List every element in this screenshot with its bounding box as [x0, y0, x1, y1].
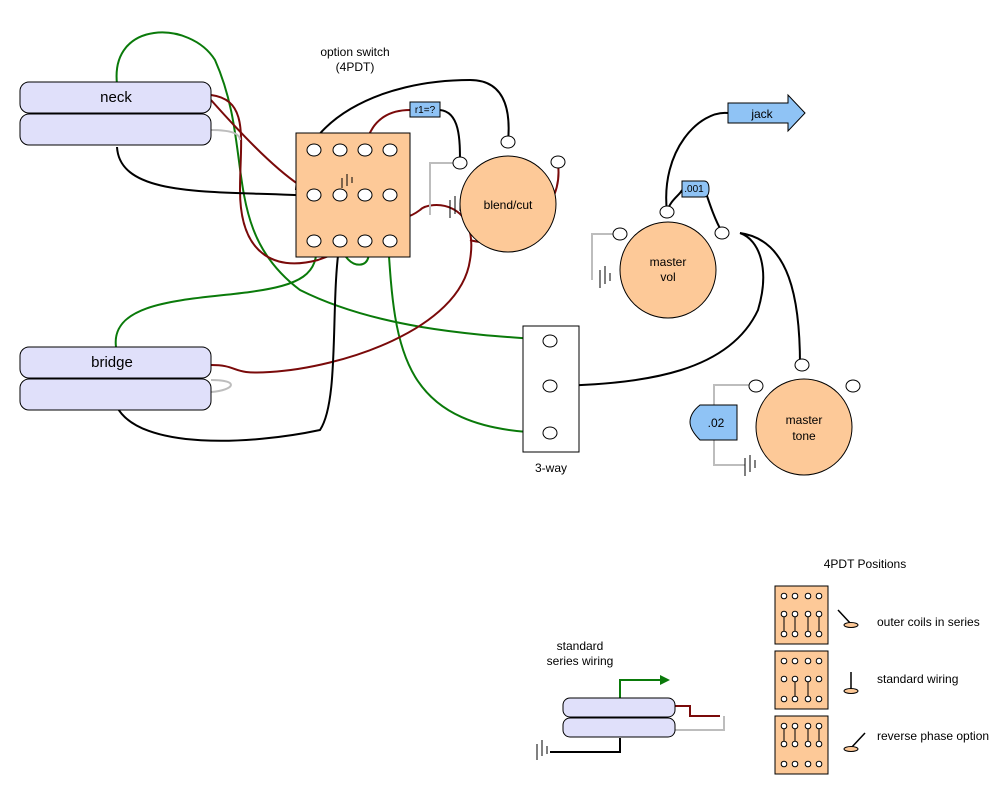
option-switch-type-label: (4PDT)	[336, 60, 375, 74]
three-way-switch: 3-way	[522, 325, 580, 475]
blend-pot: blend/cut	[449, 135, 566, 253]
std-coil-top	[562, 697, 676, 718]
master-tone-label-2: tone	[792, 429, 816, 443]
blend-ground-icon	[449, 196, 461, 218]
std-series-label-2: series wiring	[547, 654, 614, 668]
pos-outer-label: outer coils in series	[877, 615, 980, 629]
tone-ground-icon	[744, 455, 756, 476]
std-ground-icon	[536, 740, 548, 760]
position-outer-coils: outer coils in series	[774, 585, 980, 645]
pos-reverse-label: reverse phase option	[877, 729, 989, 743]
position-standard: standard wiring	[774, 650, 958, 710]
three-way-label: 3-way	[535, 461, 567, 475]
lever-left-icon	[843, 732, 866, 752]
switch-terminals	[306, 143, 398, 248]
bridge-coil-top	[19, 346, 212, 379]
r1-label: r1=?	[415, 105, 436, 116]
output-jack: jack	[727, 93, 806, 133]
standard-series-diagram: standard series wiring	[536, 639, 725, 760]
neck-coil-bottom	[19, 113, 212, 146]
position-reverse-phase: reverse phase option	[774, 715, 989, 775]
vol-ground-icon	[599, 266, 611, 288]
master-vol-label-2: vol	[660, 270, 675, 284]
neck-pickup: neck	[19, 81, 212, 146]
master-vol-body	[619, 221, 717, 319]
neck-label: neck	[100, 89, 132, 106]
switch-ground-icon	[341, 174, 353, 188]
cap-001-label: .001	[684, 184, 704, 195]
r1-tag: r1=?	[409, 101, 441, 118]
option-switch-4pdt	[295, 132, 411, 258]
master-tone-label-1: master	[786, 413, 823, 427]
master-tone-body	[755, 378, 853, 476]
master-vol-pot: master vol	[599, 205, 730, 319]
bridge-coil-bottom	[19, 378, 212, 411]
bridge-label: bridge	[91, 354, 133, 371]
master-tone-pot: master tone	[744, 358, 861, 476]
lever-center-icon	[843, 672, 859, 694]
std-coil-bottom	[562, 717, 676, 738]
jack-arrow-icon	[727, 93, 806, 133]
positions-title: 4PDT Positions	[824, 557, 906, 571]
cap-02: .02	[689, 404, 738, 441]
neck-coil-top	[19, 81, 212, 114]
bridge-pickup: bridge	[19, 346, 212, 411]
cap-02-label: .02	[708, 416, 725, 430]
jack-label: jack	[750, 107, 773, 121]
master-vol-label-1: master	[650, 255, 687, 269]
std-series-label-1: standard	[557, 639, 604, 653]
blend-cut-label: blend/cut	[484, 198, 533, 212]
cap-001: .001	[681, 180, 710, 198]
lever-right-icon	[837, 609, 859, 628]
green-arrow-icon	[660, 675, 670, 685]
pos-standard-label: standard wiring	[877, 672, 958, 686]
option-switch-label: option switch	[320, 45, 389, 59]
